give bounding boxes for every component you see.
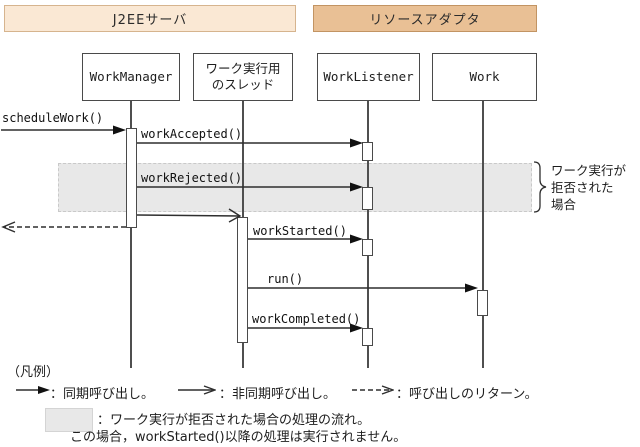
object-box-work: Work (432, 53, 537, 101)
activation-workmanager (126, 128, 137, 228)
return-arrow-icon (352, 385, 394, 395)
legend-return-label: ：呼び出しのリターン。 (396, 387, 538, 402)
return-arrow-schedulework (1, 221, 126, 233)
sync-arrow-icon (16, 386, 50, 394)
activation-worklistener-rejected (362, 187, 373, 210)
legend-async-label: ：非同期呼び出し。 (219, 387, 337, 402)
highlight-swatch-icon (45, 408, 93, 432)
activation-work-thread (237, 217, 248, 343)
annotation-rejected-case: ワーク実行が 拒否された 場合 (551, 163, 627, 212)
sync-arrow-schedulework (1, 125, 126, 135)
object-box-worklistener: WorkListener (317, 53, 420, 101)
lifeline-work (482, 101, 484, 368)
message-label-schedulework: scheduleWork() (2, 111, 104, 125)
object-box-workmanager: WorkManager (82, 53, 180, 101)
lifeline-workmanager (130, 101, 132, 368)
group-bar-j2ee-server: J2EEサーバ (4, 5, 296, 32)
message-label-workstarted: workStarted() (253, 224, 347, 238)
async-arrow-icon (178, 385, 216, 395)
lifeline-worklistener (367, 101, 369, 368)
object-box-work-thread: ワーク実行用 のスレッド (193, 53, 293, 101)
legend-sync-label: ：同期呼び出し。 (50, 387, 155, 402)
message-label-workrejected: workRejected() (141, 171, 243, 185)
activation-worklistener-started (362, 239, 373, 256)
activation-worklistener-completed (362, 328, 373, 346)
activation-worklistener-accepted (362, 142, 373, 161)
annotation-brace (533, 161, 547, 213)
legend-highlight-line2: この場合，workStarted()以降の処理は実行されません。 (70, 430, 407, 445)
legend-title: （凡例） (7, 365, 60, 380)
message-label-workaccepted: workAccepted() (141, 127, 243, 141)
group-bar-resource-adapter: リソースアダプタ (313, 5, 537, 32)
message-label-workcompleted: workCompleted() (252, 312, 361, 326)
legend-highlight-line1: ：ワーク実行が拒否された場合の処理の流れ。 (97, 413, 371, 428)
message-label-run: run() (267, 272, 304, 286)
activation-work-run (477, 290, 488, 316)
